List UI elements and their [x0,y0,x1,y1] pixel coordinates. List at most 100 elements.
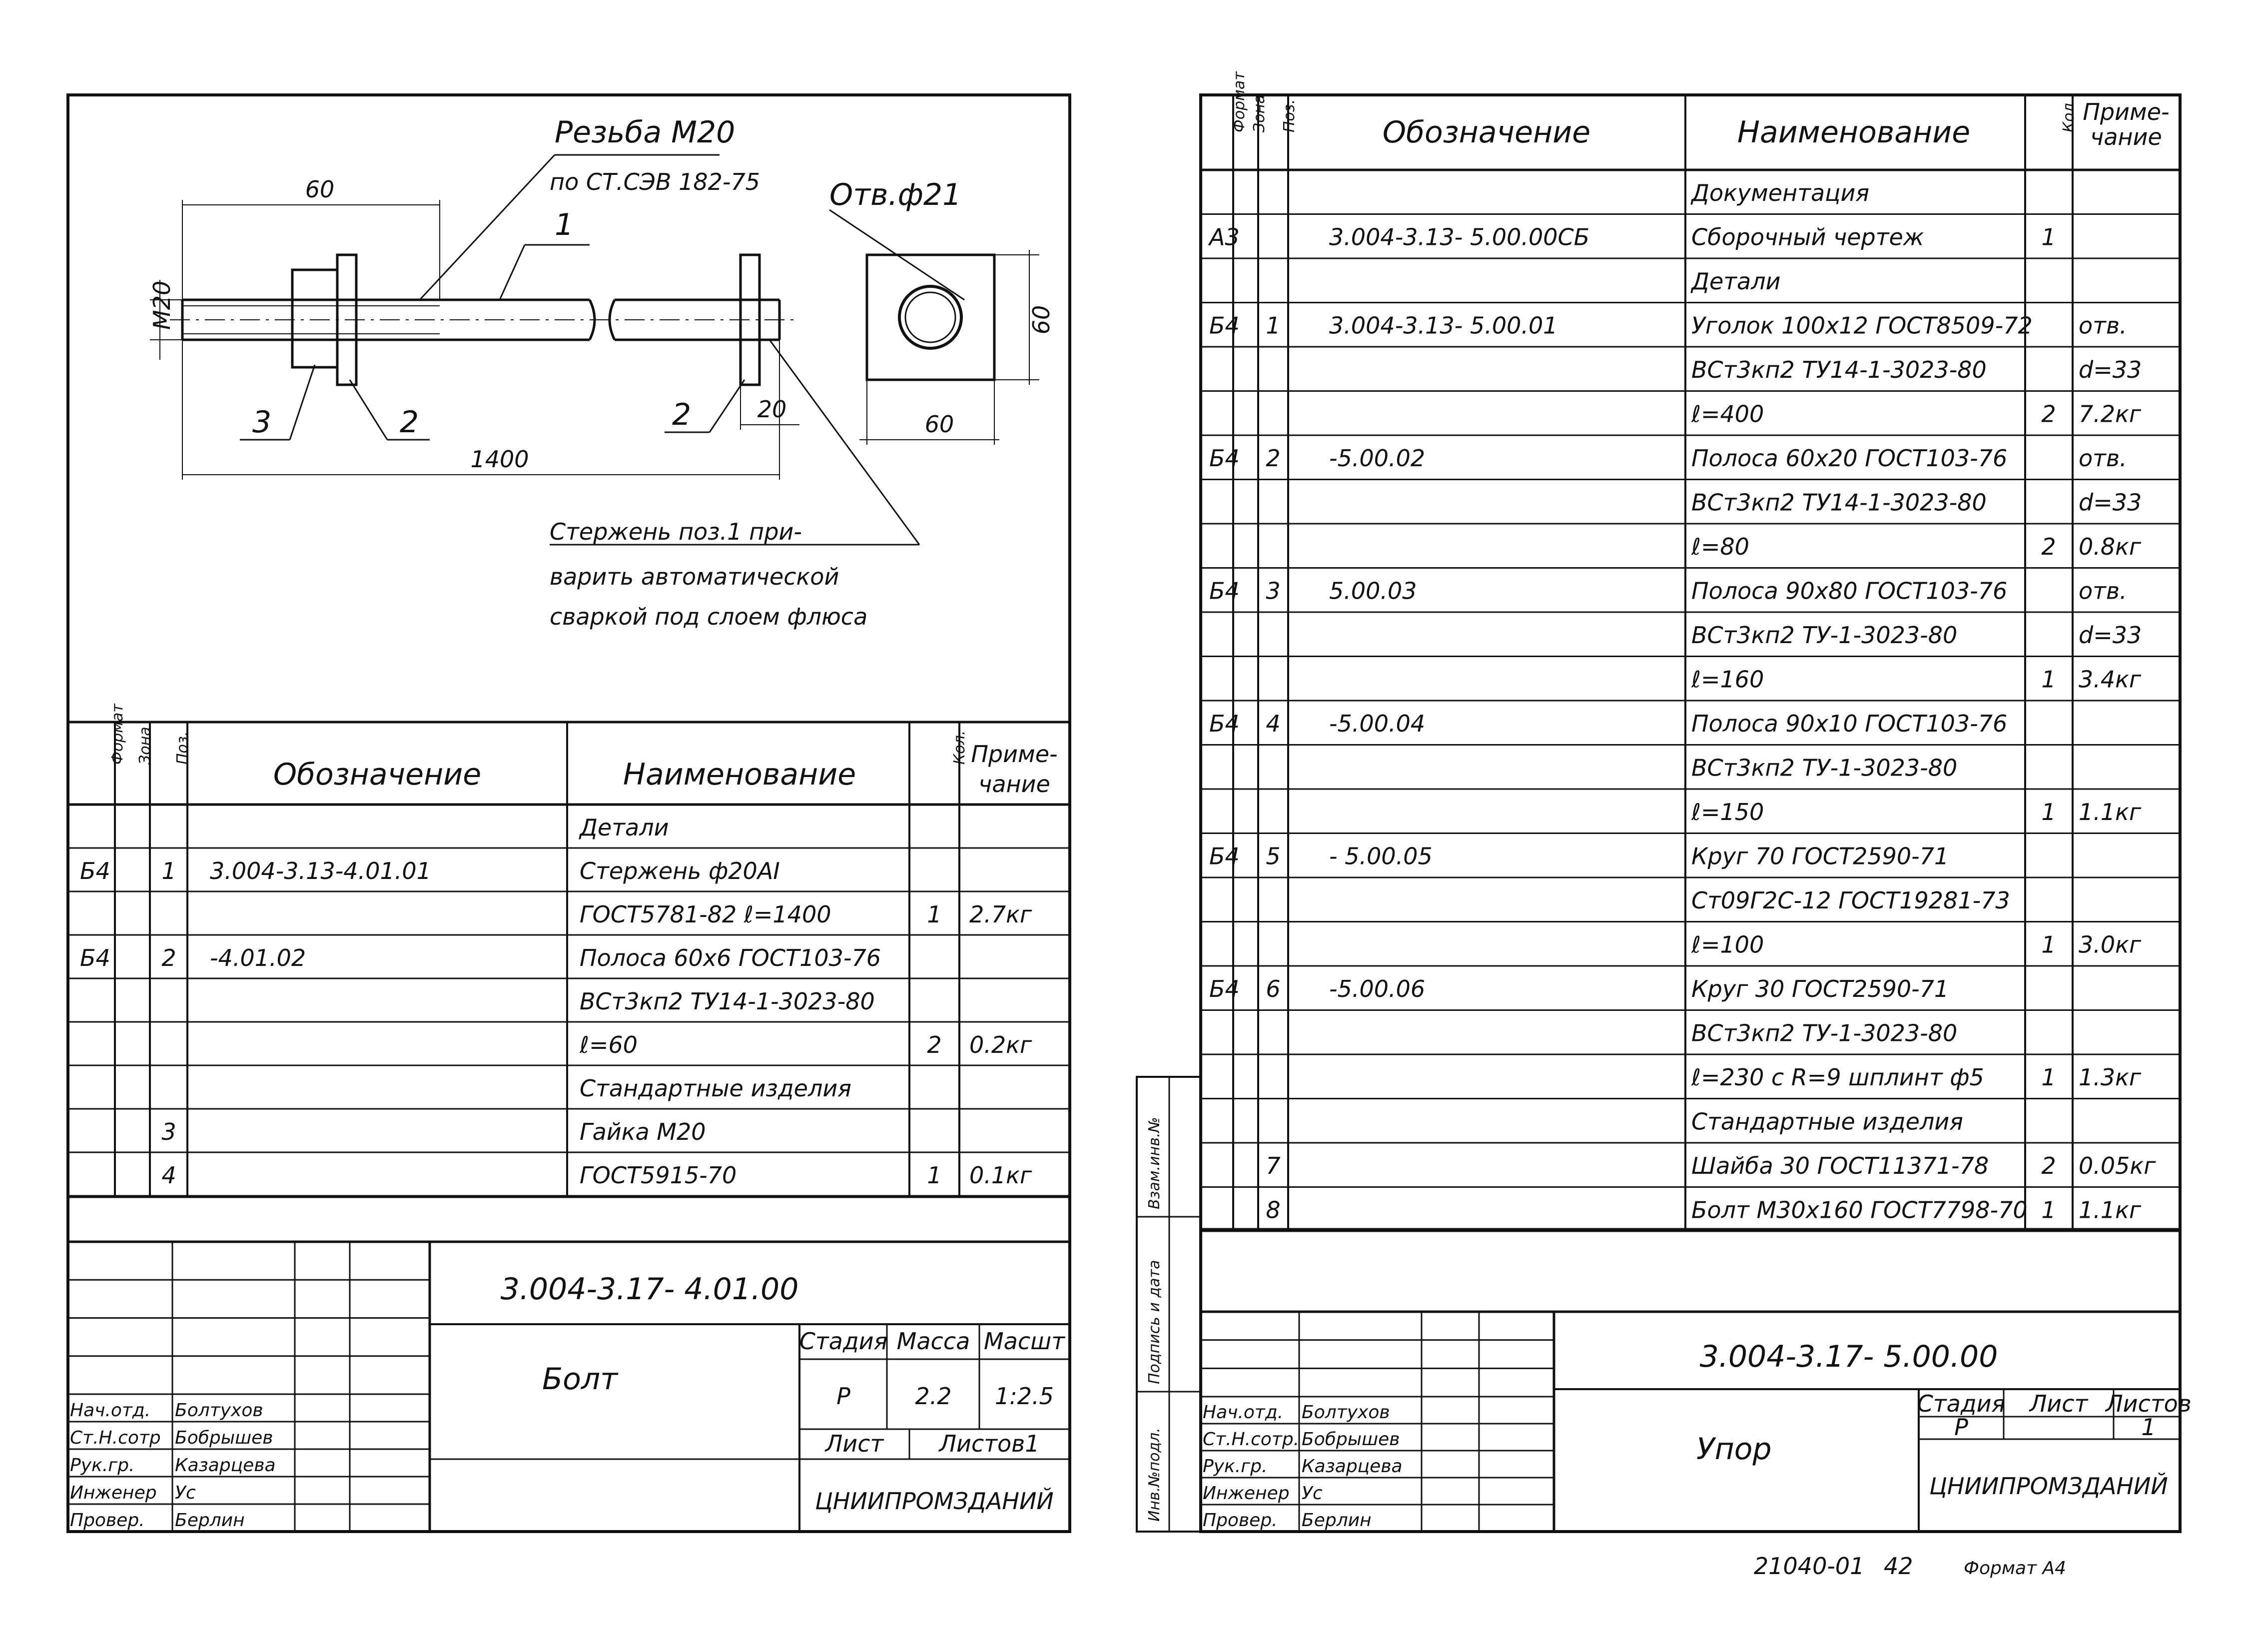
cell-note: 0.1кг [969,1162,1032,1189]
dim-m20: М20 [148,281,175,330]
cell-name: ℓ=100 [1691,931,1764,958]
cell-note: отв. [2079,312,2127,339]
title-block-1: 3.004-3.17- 4.01.00 Болт Стадия Масса Ма… [68,1195,1070,1532]
cell-name: ВСт3кп2 ТУ-1-3023-80 [1691,622,1957,649]
cell-pos: 6 [1266,975,1280,1002]
hole-circle [898,285,963,350]
cell-name: ВСт3кп2 ТУ14-1-3023-80 [580,988,875,1015]
cell-pos: 4 [161,1162,176,1189]
cell-format: Б4 [1209,975,1240,1002]
title-2: Упор [1696,1432,1772,1467]
sheet-2-frame [1199,93,2182,1533]
hdr1-zone: Зона [136,727,154,765]
cell-pos: 7 [1266,1152,1280,1179]
cell-note: 0.2кг [969,1031,1032,1058]
signer-1: Бобрышев [1302,1429,1400,1450]
cell-designation: -5.00.02 [1329,445,1425,472]
mass-label-1: Масса [897,1328,970,1355]
cell-name: Полоса 60х20 ГОСТ103-76 [1691,445,2007,472]
hdr2-name: Наименование [1737,115,1970,150]
footer-code: 21040-01 [1754,1553,1864,1580]
hole-label: Отв.ф21 [829,177,961,212]
format-label: Формат А4 [1964,1558,2066,1579]
cell-note: 0.8кг [2079,533,2142,560]
scale-value-1: 1:2.5 [995,1383,1054,1410]
cell-name: ВСт3кп2 ТУ14-1-3023-80 [1691,489,1987,516]
cell-pos: 3 [1266,578,1280,605]
cell-name: ВСт3кп2 ТУ-1-3023-80 [1691,755,1957,782]
cell-qty: 1 [2041,799,2056,826]
cell-name: Детали [1690,268,1781,295]
cell-format: Б4 [1209,710,1240,737]
cell-name: ГОСТ5781-82 ℓ=1400 [580,901,831,928]
role-1: Ст.Н.сотр. [1203,1429,1299,1450]
cell-note: 1.3кг [2079,1064,2142,1091]
cell-name: Полоса 60х6 ГОСТ103-76 [580,944,881,971]
hdr2-note-1: Приме- [2083,98,2169,125]
sheets-value-2: 1 [2141,1414,2156,1441]
cell-designation: -5.00.04 [1329,710,1425,737]
role-3: Инженер [70,1483,157,1503]
pos-2a-callout: 2 [400,405,419,440]
role-2: Рук.гр. [70,1455,134,1476]
cell-note: d=33 [2079,356,2142,383]
plate-front-view [865,253,996,381]
cell-name: Круг 70 ГОСТ2590-71 [1691,843,1949,870]
cell-name: ℓ=80 [1691,533,1749,560]
signer-1: Бобрышев [175,1428,273,1448]
sheet-1: 60 М20 1400 20 60 60 Резьба М20 [66,93,1071,1533]
sheets-label-2: Листов [2105,1390,2192,1417]
cell-pos: 1 [161,857,176,884]
pos-2b-callout: 2 [672,397,691,432]
dim-60-bottom: 60 [925,411,954,438]
cell-qty: 1 [927,1162,941,1189]
cell-name: Документация [1690,179,1869,206]
cell-qty: 1 [2041,1197,2056,1224]
signer-2: Казарцева [175,1455,276,1476]
cell-pos: 2 [1266,445,1280,472]
cell-name: Полоса 90х10 ГОСТ103-76 [1691,710,2007,737]
role-1: Ст.Н.сотр [70,1428,161,1448]
cell-pos: 1 [1266,312,1280,339]
hdr1-note-2: чание [978,771,1050,798]
hdr2-format: Формат [1231,71,1248,132]
dim-1400: 1400 [470,446,529,473]
cell-qty: 1 [2041,666,2056,693]
cell-designation: 5.00.03 [1329,578,1417,605]
stage-label-1: Стадия [799,1328,887,1355]
cell-designation: 3.004-3.13- 5.00.00СБ [1329,224,1589,251]
hdr2-zone: Зона [1251,94,1268,132]
signer-0: Болтухов [1302,1402,1390,1423]
cell-note: 7.2кг [2079,401,2142,428]
hdr2-pos: Поз. [1281,99,1298,132]
org-2: ЦНИИПРОМЗДАНИЙ [1929,1473,2168,1500]
cell-name: Гайка М20 [580,1118,706,1145]
cell-designation: 3.004-3.13-4.01.01 [210,857,431,884]
signer-4: Берлин [175,1510,245,1531]
role-3: Инженер [1203,1483,1290,1504]
cell-format: А3 [1208,224,1240,251]
org-1: ЦНИИПРОМЗДАНИЙ [815,1488,1054,1515]
cell-qty: 1 [2041,931,2056,958]
cell-pos: 3 [161,1118,176,1145]
cell-pos: 4 [1266,710,1280,737]
sheets-label-1: Листов1 [938,1430,1039,1457]
hdr1-format: Формат [109,703,126,765]
nut-shape [291,268,339,369]
note-line-3: сваркой под слоем флюса [550,603,867,630]
cell-note: 1.1кг [2079,1197,2142,1224]
cell-name: ℓ=160 [1691,666,1764,693]
cell-name: Ст09Г2С-12 ГОСТ19281-73 [1691,887,2010,914]
hdr1-note-1: Приме- [971,741,1057,768]
dim-20: 20 [757,396,787,423]
cell-qty: 2 [2041,1152,2056,1179]
cell-format: Б4 [1209,578,1240,605]
role-0: Нач.отд. [1203,1402,1283,1423]
doc-number-1: 3.004-3.17- 4.01.00 [501,1272,799,1307]
hdr1-name: Наименование [623,757,856,792]
cell-qty: 1 [2041,1064,2056,1091]
hdr2-qty: Кол. [2060,98,2078,132]
role-4: Провер. [1203,1510,1278,1531]
cell-note: отв. [2079,445,2127,472]
